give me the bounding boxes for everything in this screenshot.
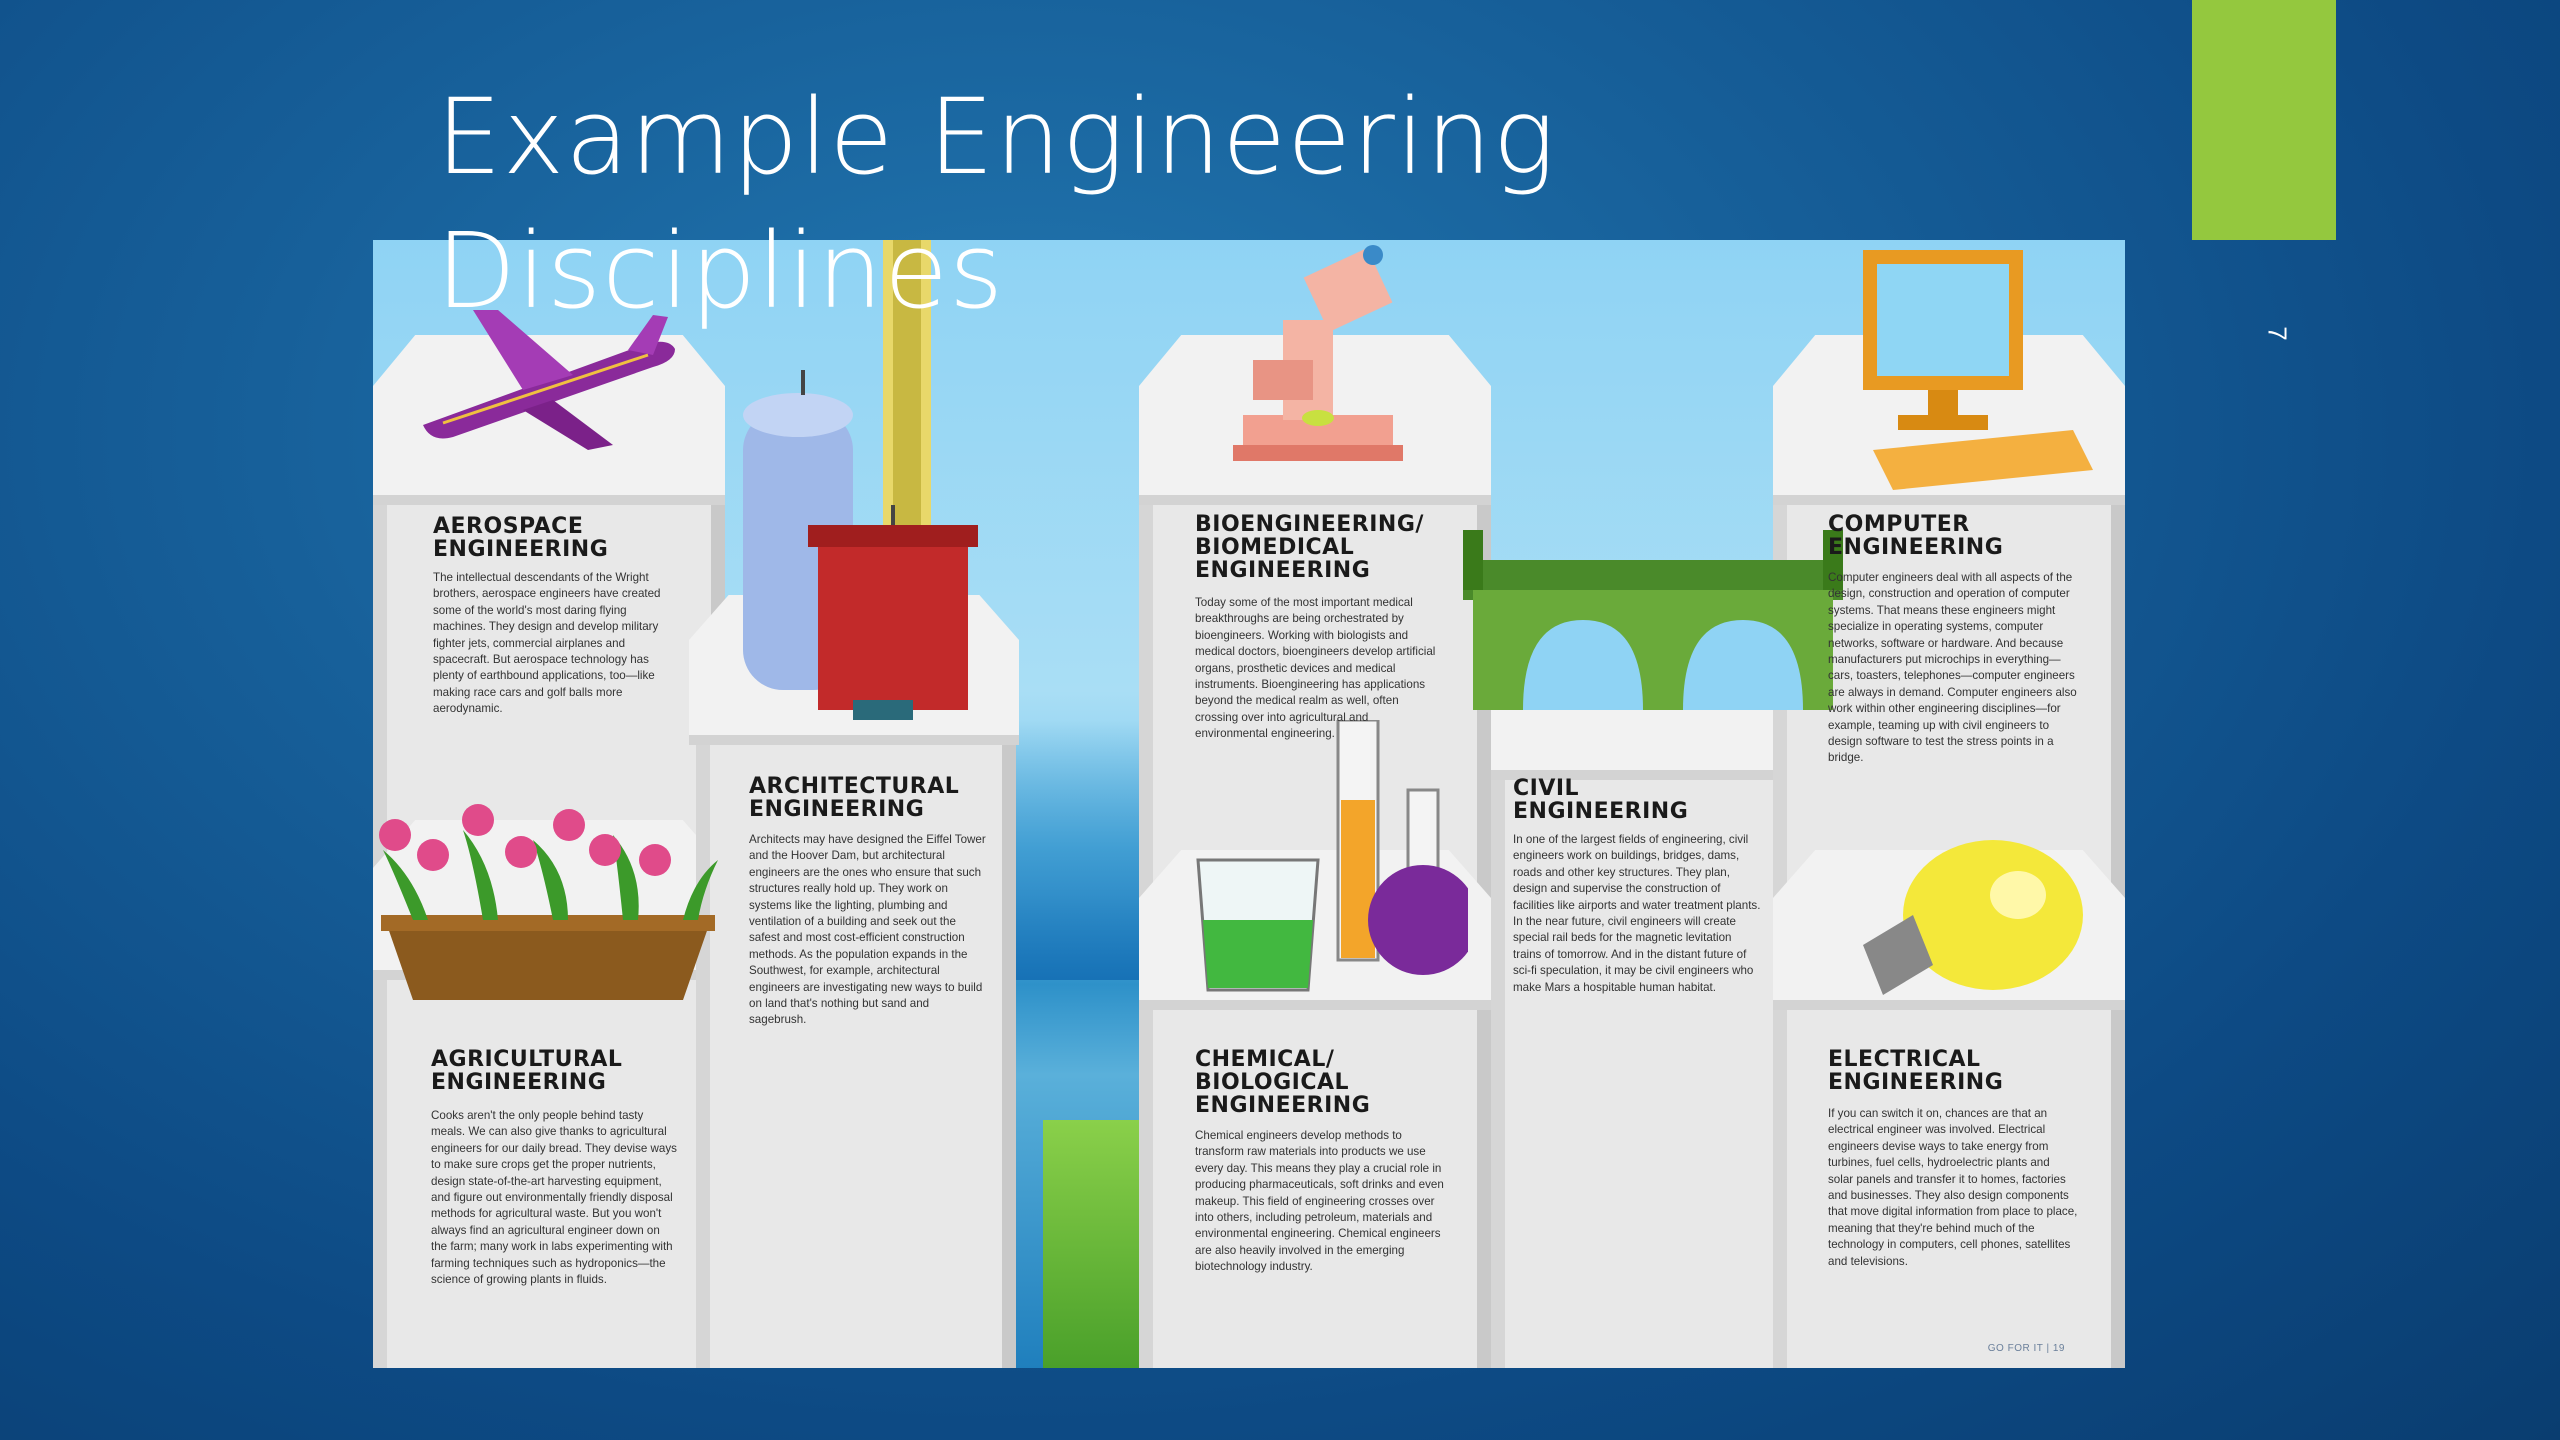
section-title-civil: CIVIL ENGINEERING: [1513, 776, 1689, 824]
section-title-electrical: ELECTRICAL ENGINEERING: [1828, 1047, 2004, 1095]
section-body-architectural: Architects may have designed the Eiffel …: [749, 833, 986, 1027]
section-title-agricultural: AGRICULTURAL ENGINEERING: [431, 1047, 623, 1095]
bridge-icon: [1463, 530, 1843, 710]
grass-strip: [1043, 1120, 1153, 1368]
slide-title[interactable]: Example Engineering Disciplines: [436, 70, 1736, 338]
column-architectural: [696, 680, 1016, 1368]
buildings-icon: [743, 240, 978, 720]
slide-number: 7: [2262, 326, 2293, 341]
slide-title-line-1: Example Engineering: [436, 76, 1557, 198]
section-body-agricultural: Cooks aren't the only people behind tast…: [431, 1109, 677, 1287]
flower-planter-icon: [379, 804, 718, 1000]
section-title-architectural: ARCHITECTURAL ENGINEERING: [749, 774, 960, 822]
section-title-chemical: CHEMICAL/ BIOLOGICAL ENGINEERING: [1195, 1047, 1371, 1118]
section-body-civil: In one of the largest fields of engineer…: [1513, 833, 1761, 994]
section-title-aerospace: AEROSPACE ENGINEERING: [433, 514, 609, 562]
section-body-chemical: Chemical engineers develop methods to tr…: [1195, 1129, 1444, 1274]
accent-bar: [2192, 0, 2336, 240]
poster-footer: GO FOR IT | 19: [1987, 1343, 2065, 1354]
column-civil: [1491, 710, 1807, 1368]
section-title-computer: COMPUTER ENGINEERING: [1828, 512, 2004, 560]
lab-glassware-icon: [1196, 720, 1468, 992]
slide-title-line-2: Disciplines: [436, 210, 1005, 332]
engineering-poster-image: AEROSPACE ENGINEERING The intellectual d…: [373, 240, 2125, 1368]
section-title-bioengineering: BIOENGINEERING/ BIOMEDICAL ENGINEERING: [1195, 512, 1424, 583]
section-body-electrical: If you can switch it on, chances are tha…: [1828, 1107, 2078, 1268]
section-body-aerospace: The intellectual descendants of the Wrig…: [433, 571, 661, 716]
airplane-icon: [423, 310, 675, 450]
section-body-computer: Computer engineers deal with all aspects…: [1828, 571, 2077, 765]
light-bulb-icon: [1863, 840, 2083, 995]
computer-icon: [1863, 250, 2093, 490]
microscope-icon: [1233, 245, 1403, 461]
section-body-bioengineering: Today some of the most important medical…: [1195, 596, 1436, 741]
